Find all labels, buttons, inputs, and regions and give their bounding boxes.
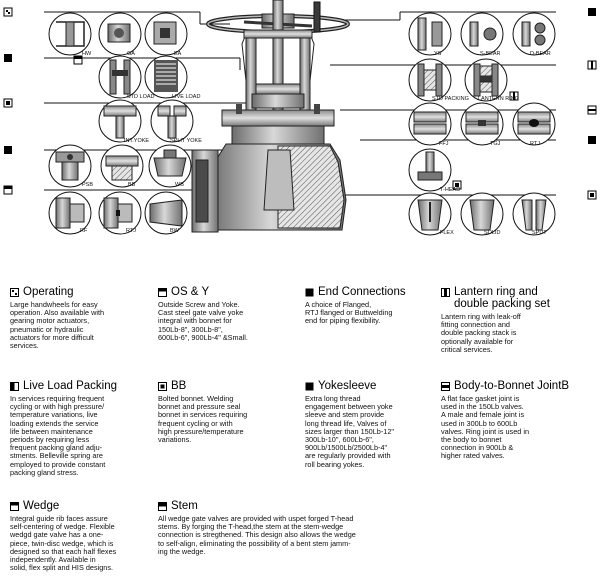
svg-text:TGJ: TGJ xyxy=(490,141,501,147)
callout-live-load: LIVE LOAD xyxy=(144,55,200,100)
section-lantern-ring: Lantern ring and double packing set Lant… xyxy=(441,286,596,354)
section-title: Stem xyxy=(171,500,198,512)
callout-flex: FLEX xyxy=(408,192,454,236)
callout-bw: BW xyxy=(144,191,188,235)
section-title: Live Load Packing xyxy=(23,380,117,392)
svg-text:RTJ: RTJ xyxy=(530,141,540,147)
svg-text:BW: BW xyxy=(170,228,180,234)
section-body: In services requiring frequent cycling o… xyxy=(10,394,106,477)
lantern-ring-icon xyxy=(441,288,450,297)
callout-wb: WB xyxy=(148,144,192,188)
section-title: Wedge xyxy=(23,500,60,512)
stem-icon xyxy=(158,502,167,511)
callout-ga: GA xyxy=(98,12,142,57)
section-title: End Connections xyxy=(318,286,406,298)
section-title: Body-to-Bonnet JointB xyxy=(454,380,570,392)
svg-text:RF: RF xyxy=(80,228,88,234)
callout-int-yoke: INT.YOKE xyxy=(98,99,149,144)
svg-text:GA: GA xyxy=(127,51,135,57)
svg-text:S-BEAR: S-BEAR xyxy=(480,51,501,57)
section-end-connections: End Connections A choice of Flanged, RTJ… xyxy=(305,286,440,326)
section-body: All wedge gate valves are provided with … xyxy=(158,514,356,556)
svg-text:T-HEAD: T-HEAD xyxy=(440,187,460,193)
section-body: Lantern ring with leak-off fitting conne… xyxy=(441,312,521,354)
section-body-bonnet: Body-to-Bonnet JointB A flat face gasket… xyxy=(441,380,596,461)
section-yokesleeve: Yokesleeve Extra long thread engagement … xyxy=(305,380,440,469)
svg-text:STD LOAD: STD LOAD xyxy=(127,94,155,100)
section-body: Bolted bonnet. Welding bonnet and pressu… xyxy=(158,394,248,445)
svg-text:SOLID: SOLID xyxy=(484,230,501,236)
leader-tag-squares xyxy=(3,7,597,200)
callout-split-yoke: SPLIT YOKE xyxy=(150,99,202,144)
section-title: Yokesleeve xyxy=(318,380,377,392)
section-title: OS & Y xyxy=(171,286,210,298)
section-title: Lantern ring and xyxy=(454,286,538,298)
svg-text:SPUT: SPUT xyxy=(532,230,547,236)
callout-bb: BB xyxy=(100,144,144,188)
section-body: Large handwheels for easy operation. Als… xyxy=(10,300,105,351)
svg-text:PSB: PSB xyxy=(82,182,93,188)
svg-text:INT.YOKE: INT.YOKE xyxy=(124,138,149,144)
svg-text:D-BEAR: D-BEAR xyxy=(530,51,551,57)
svg-text:LANTERN RING: LANTERN RING xyxy=(478,96,519,102)
callout-t-head: T-HEAD xyxy=(408,148,460,193)
section-body: Outside Screw and Yoke. Cast steel gate … xyxy=(158,300,248,342)
callout-hw: HW xyxy=(48,12,92,57)
yokesleeve-icon xyxy=(305,382,314,391)
section-body: A choice of Flanged, RTJ flanged or Butt… xyxy=(305,300,393,326)
section-live-load: Live Load Packing In services requiring … xyxy=(10,380,155,477)
callout-std-load: STD LOAD xyxy=(98,55,155,100)
wedge-icon xyxy=(10,502,19,511)
callout-rf: RF xyxy=(48,191,92,235)
callout-ea: EA xyxy=(144,12,188,57)
callout-tgj: TGJ xyxy=(460,102,504,147)
gate-valve-diagram: HW GA EA STD LOAD LIVE LOAD INT.YOKE xyxy=(3,0,597,236)
svg-text:LIVE LOAD: LIVE LOAD xyxy=(172,94,200,100)
svg-text:YS: YS xyxy=(434,51,442,57)
callout-std-packing: STD PACKING xyxy=(408,58,469,102)
callout-sput: SPUT xyxy=(512,192,556,236)
svg-text:BB: BB xyxy=(128,182,136,188)
section-title: BB xyxy=(171,380,187,392)
callout-rtj: RTJ xyxy=(98,191,142,235)
section-body: Extra long thread engagement between yok… xyxy=(305,394,394,469)
callout-psb: PSB xyxy=(48,144,93,188)
section-bb: BB Bolted bonnet. Welding bonnet and pre… xyxy=(158,380,298,444)
section-wedge: Wedge Integral guide rib faces assure se… xyxy=(10,500,155,572)
callout-d-bear: D-BEAR xyxy=(512,12,556,57)
svg-text:FLEX: FLEX xyxy=(440,230,454,236)
end-connections-icon xyxy=(305,288,314,297)
section-title-line-2: double packing set xyxy=(454,298,550,310)
svg-text:SPLIT YOKE: SPLIT YOKE xyxy=(170,138,202,144)
svg-text:WB: WB xyxy=(175,182,184,188)
callout-lantern-ring: LANTERN RING xyxy=(464,58,519,102)
callout-ys: YS xyxy=(408,12,452,57)
callout-ffj: FFJ xyxy=(408,102,452,147)
section-operating: Operating Large handwheels for easy oper… xyxy=(10,286,150,350)
bb-icon xyxy=(158,382,167,391)
section-stem: Stem All wedge gate valves are provided … xyxy=(158,500,448,556)
section-title: Operating xyxy=(23,286,74,298)
live-load-icon xyxy=(10,382,19,391)
section-body: Integral guide rib faces assure self-cen… xyxy=(10,514,117,573)
callout-rtj-bonnet: RTJ xyxy=(512,102,556,147)
body-bonnet-icon xyxy=(441,382,450,391)
svg-text:STD PACKING: STD PACKING xyxy=(432,96,469,102)
os-y-icon xyxy=(158,288,167,297)
svg-text:EA: EA xyxy=(174,51,182,57)
svg-text:RTJ: RTJ xyxy=(126,228,136,234)
svg-text:HW: HW xyxy=(82,51,92,57)
section-body: A flat face gasket joint is used in the … xyxy=(441,394,530,461)
callout-s-bear: S-BEAR xyxy=(460,12,504,57)
valve-illustration xyxy=(191,0,350,233)
operating-icon xyxy=(10,288,19,297)
section-os-y: OS & Y Outside Screw and Yoke. Cast stee… xyxy=(158,286,298,342)
callout-solid: SOLID xyxy=(460,192,504,236)
svg-text:FFJ: FFJ xyxy=(439,141,449,147)
